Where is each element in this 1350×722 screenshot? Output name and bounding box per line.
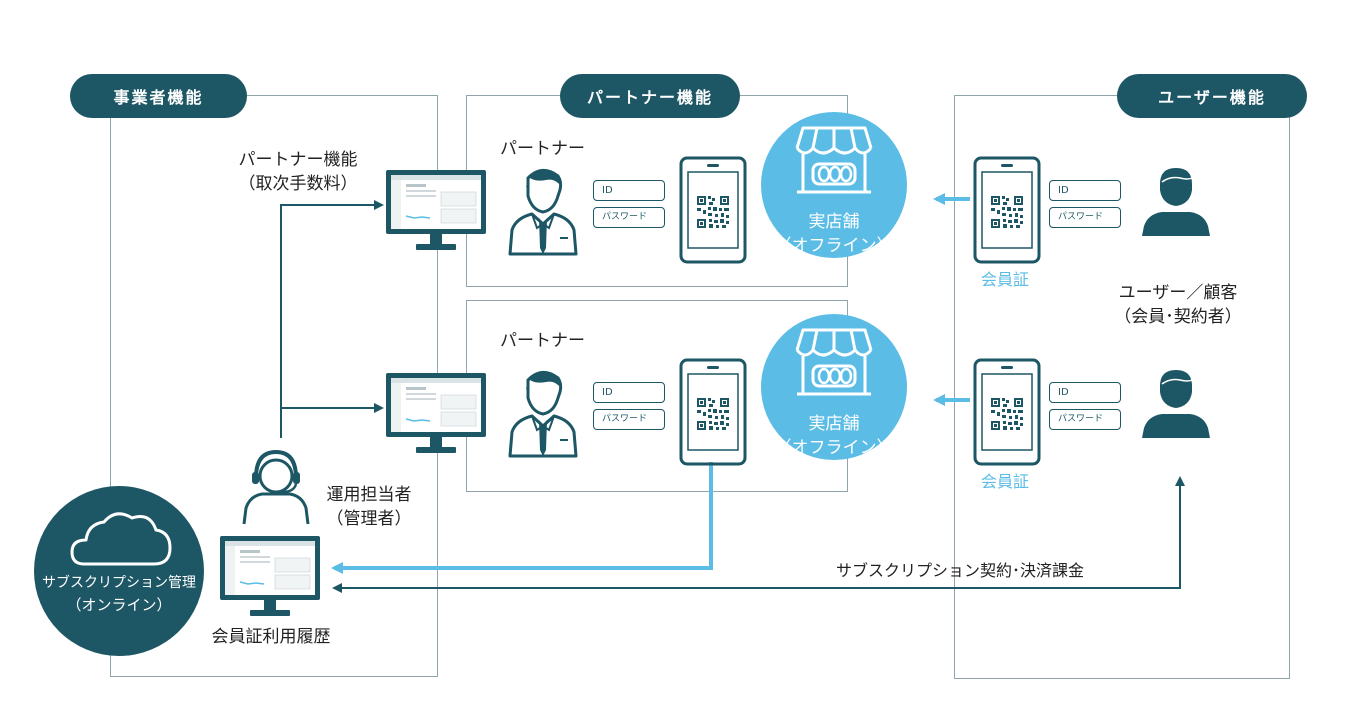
user-id-field-top: ID xyxy=(1049,180,1121,201)
store-label-bottom-line2: （オフライン） xyxy=(774,438,894,458)
member-card-label-bottom: 会員証 xyxy=(981,472,1030,491)
operator-label-line2: （管理者） xyxy=(326,509,412,529)
admin-monitor-icon xyxy=(219,535,321,617)
operator-label-line1: 運用担当者 xyxy=(326,485,412,505)
user-section-title: ユーザー機能 xyxy=(1117,74,1307,118)
user-bottom-icon xyxy=(1141,369,1211,439)
store-bottom-icon xyxy=(795,328,873,396)
cloud-icon xyxy=(70,512,172,566)
user-customer-label-line1: ユーザー／顧客 xyxy=(1118,283,1238,303)
partner-section-title: パートナー機能 xyxy=(560,74,740,118)
store-label-top-line2: （オフライン） xyxy=(774,236,894,256)
store-label-bottom-line1: 実店舗 xyxy=(808,414,860,434)
user-phone-top-icon xyxy=(973,156,1041,264)
subscription-mgmt-label-line2: （オンライン） xyxy=(66,596,172,614)
partner-monitor-top-icon xyxy=(385,169,487,251)
business-section-title: 事業者機能 xyxy=(70,74,247,118)
partner-function-label-line2: （取次手数料） xyxy=(238,174,358,194)
partner-monitor-bottom-icon xyxy=(385,372,487,454)
subscription-contract-label: サブスクリプション契約･決済課金 xyxy=(836,561,1085,580)
partner-id-field-top: ID xyxy=(593,180,665,201)
partner-person-top-icon xyxy=(508,168,578,256)
user-customer-label-line2: （会員･契約者） xyxy=(1114,307,1242,327)
partner-person-bottom-icon xyxy=(508,370,578,458)
partner-id-field-bottom: ID xyxy=(593,382,665,403)
partner-phone-bottom-icon xyxy=(679,358,747,466)
subscription-mgmt-label-line1: サブスクリプション管理 xyxy=(42,575,196,591)
partner-label-bottom: パートナー xyxy=(500,331,585,351)
member-history-label: 会員証利用履歴 xyxy=(211,627,331,647)
partner-function-label-line1: パートナー機能 xyxy=(238,150,358,170)
store-label-top-line1: 実店舗 xyxy=(808,212,860,232)
store-top-icon xyxy=(795,126,873,194)
user-phone-bottom-icon xyxy=(973,358,1041,466)
member-card-label-top: 会員証 xyxy=(981,270,1030,289)
operator-headset-icon xyxy=(242,449,310,525)
partner-password-field-top: パスワード xyxy=(593,207,665,228)
user-id-field-bottom: ID xyxy=(1049,382,1121,403)
user-password-field-bottom: パスワード xyxy=(1049,409,1121,430)
user-top-icon xyxy=(1141,167,1211,237)
partner-phone-top-icon xyxy=(679,156,747,264)
partner-label-top: パートナー xyxy=(500,139,585,159)
partner-password-field-bottom: パスワード xyxy=(593,409,665,430)
user-password-field-top: パスワード xyxy=(1049,207,1121,228)
